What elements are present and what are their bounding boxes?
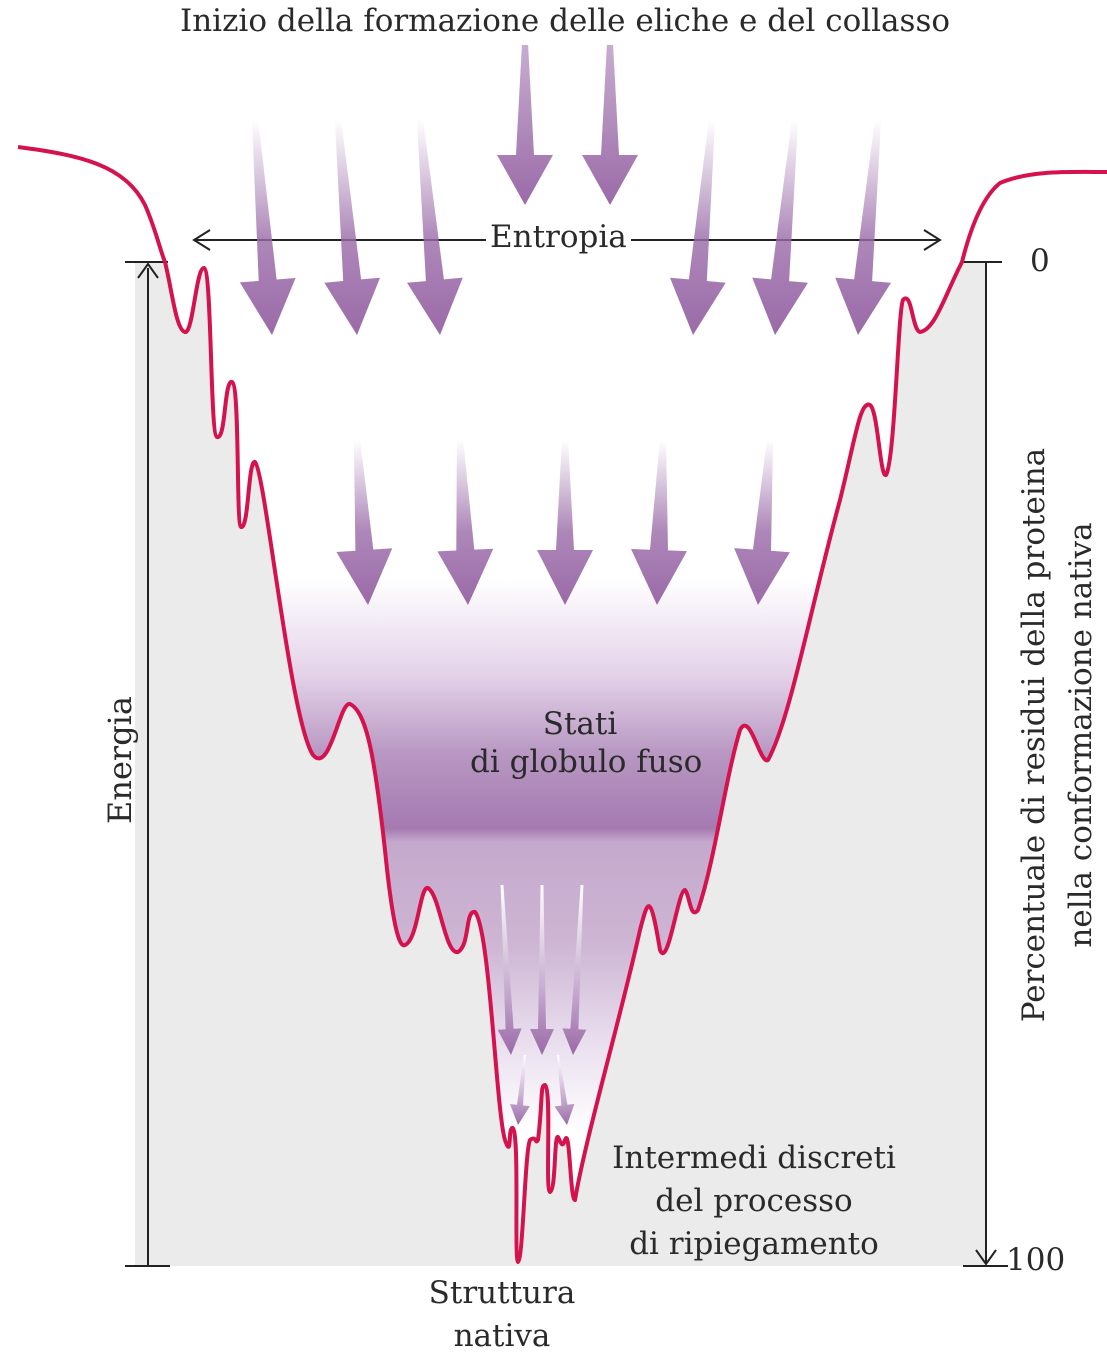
arrow-down <box>631 439 687 605</box>
percentage-axis-label: Percentuale di residui della proteina ne… <box>1011 405 1105 1065</box>
diagram-title: Inizio della formazione delle eliche e d… <box>179 3 951 39</box>
percentage-axis-label-line2: nella conformazione nativa <box>1063 522 1099 948</box>
arrow-down <box>670 119 726 335</box>
arrow-down <box>336 439 393 605</box>
native-structure-line2: nativa <box>453 1318 551 1354</box>
energy-landscape-curve <box>17 145 1107 1264</box>
arrow-down <box>497 45 553 205</box>
arrow-small <box>497 884 522 1055</box>
intermediates-line1: Intermedi discreti <box>612 1140 896 1176</box>
arrow-down <box>537 440 593 605</box>
arrow-down <box>239 119 296 335</box>
energy-axis-label: Energia <box>101 696 139 824</box>
molten-globule-label: Stati di globulo fuso <box>470 705 703 781</box>
intermediates-label: Intermedi discreti del processo di ripie… <box>594 1137 914 1266</box>
arrow-down <box>835 119 891 335</box>
arrow-down <box>324 119 380 335</box>
native-structure-label: Struttura nativa <box>402 1272 602 1358</box>
arrow-down <box>437 439 494 605</box>
arrow-small <box>510 1054 530 1125</box>
axis-top-value: 0 <box>1030 243 1050 279</box>
entropy-label: Entropia <box>486 222 631 253</box>
molten-globule-line1: Stati <box>542 706 618 742</box>
arrow-down <box>407 119 463 335</box>
molten-globule-line2: di globulo fuso <box>470 744 703 780</box>
intermediates-line3: di ripiegamento <box>629 1226 879 1262</box>
arrow-small <box>562 884 587 1055</box>
folding-arrows <box>239 45 891 1125</box>
arrow-down <box>582 45 638 205</box>
percentage-axis-label-line1: Percentuale di residui della proteina <box>1016 447 1052 1023</box>
native-structure-line1: Struttura <box>428 1275 576 1311</box>
arrow-small <box>554 1054 575 1125</box>
arrow-down <box>734 439 790 605</box>
arrow-small <box>530 885 554 1055</box>
axis-bottom-value: 100 <box>1006 1242 1066 1278</box>
arrow-down <box>752 119 808 335</box>
intermediates-line2: del processo <box>655 1183 853 1219</box>
